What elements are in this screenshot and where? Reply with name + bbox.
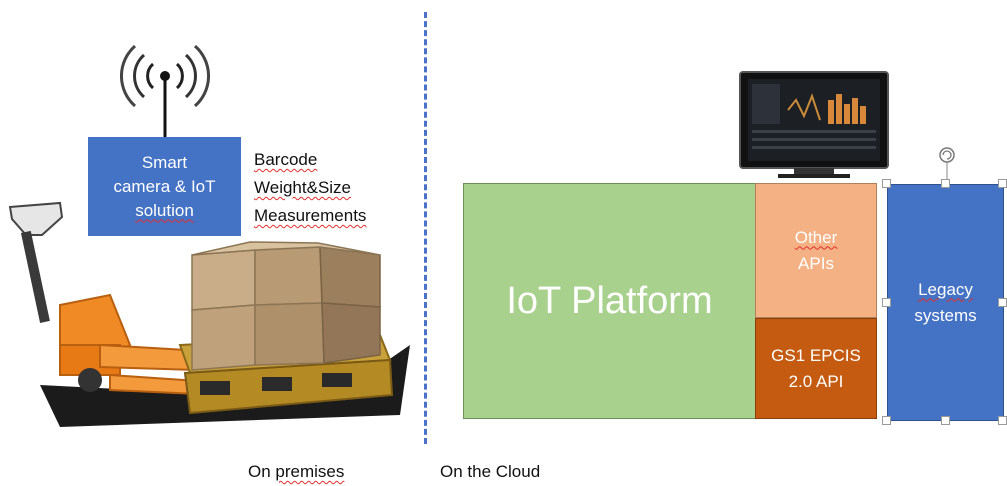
legacy-line-1: Legacy xyxy=(918,279,973,299)
resize-handle-bottom[interactable] xyxy=(941,416,950,425)
resize-handle-top[interactable] xyxy=(941,179,950,188)
on-premises-label: On premises xyxy=(248,462,344,482)
other-apis-line-2: APIs xyxy=(798,253,834,273)
measurement-measurements: Measurements xyxy=(254,206,367,225)
legacy-systems-box[interactable]: Legacy systems xyxy=(887,184,1004,421)
monitor-icon xyxy=(739,71,889,178)
iot-platform-label: IoT Platform xyxy=(506,279,713,322)
resize-handle-top-right[interactable] xyxy=(998,179,1007,188)
on-premises-word-2: premises xyxy=(275,462,345,481)
other-apis-box: Other APIs xyxy=(755,183,877,318)
on-premises-text: On premises xyxy=(248,462,344,481)
iot-platform-box: IoT Platform xyxy=(463,183,756,419)
resize-handle-right[interactable] xyxy=(998,298,1007,307)
gs1-api-line-2: 2.0 API xyxy=(788,371,844,391)
resize-handle-left[interactable] xyxy=(882,298,891,307)
antenna-icon xyxy=(120,44,210,138)
gs1-api-line-1: GS1 EPCIS xyxy=(771,345,861,365)
pallet-jack-icon xyxy=(8,201,410,427)
rotate-handle-icon[interactable] xyxy=(937,146,957,186)
measurement-list: Barcode Weight&Size Measurements xyxy=(254,146,366,230)
smart-camera-line-1: Smart xyxy=(141,152,188,172)
other-apis-line-1: Other xyxy=(794,227,838,247)
gs1-epcis-api-box: GS1 EPCIS 2.0 API xyxy=(755,318,877,419)
smart-camera-box: Smart camera & IoT solution xyxy=(88,137,241,236)
measurement-weight-size: Weight&Size xyxy=(254,178,352,197)
zone-divider xyxy=(424,12,427,444)
resize-handle-top-left[interactable] xyxy=(882,179,891,188)
smart-camera-line-3: solution xyxy=(135,200,194,220)
on-the-cloud-text: On the Cloud xyxy=(440,462,541,481)
resize-handle-bottom-left[interactable] xyxy=(882,416,891,425)
smart-camera-line-2: camera & IoT xyxy=(113,176,216,196)
on-premises-word-1: On xyxy=(248,462,276,481)
on-the-cloud-label: On the Cloud xyxy=(440,462,540,482)
measurement-barcode: Barcode xyxy=(254,150,318,169)
legacy-line-2: systems xyxy=(914,305,977,325)
resize-handle-bottom-right[interactable] xyxy=(998,416,1007,425)
